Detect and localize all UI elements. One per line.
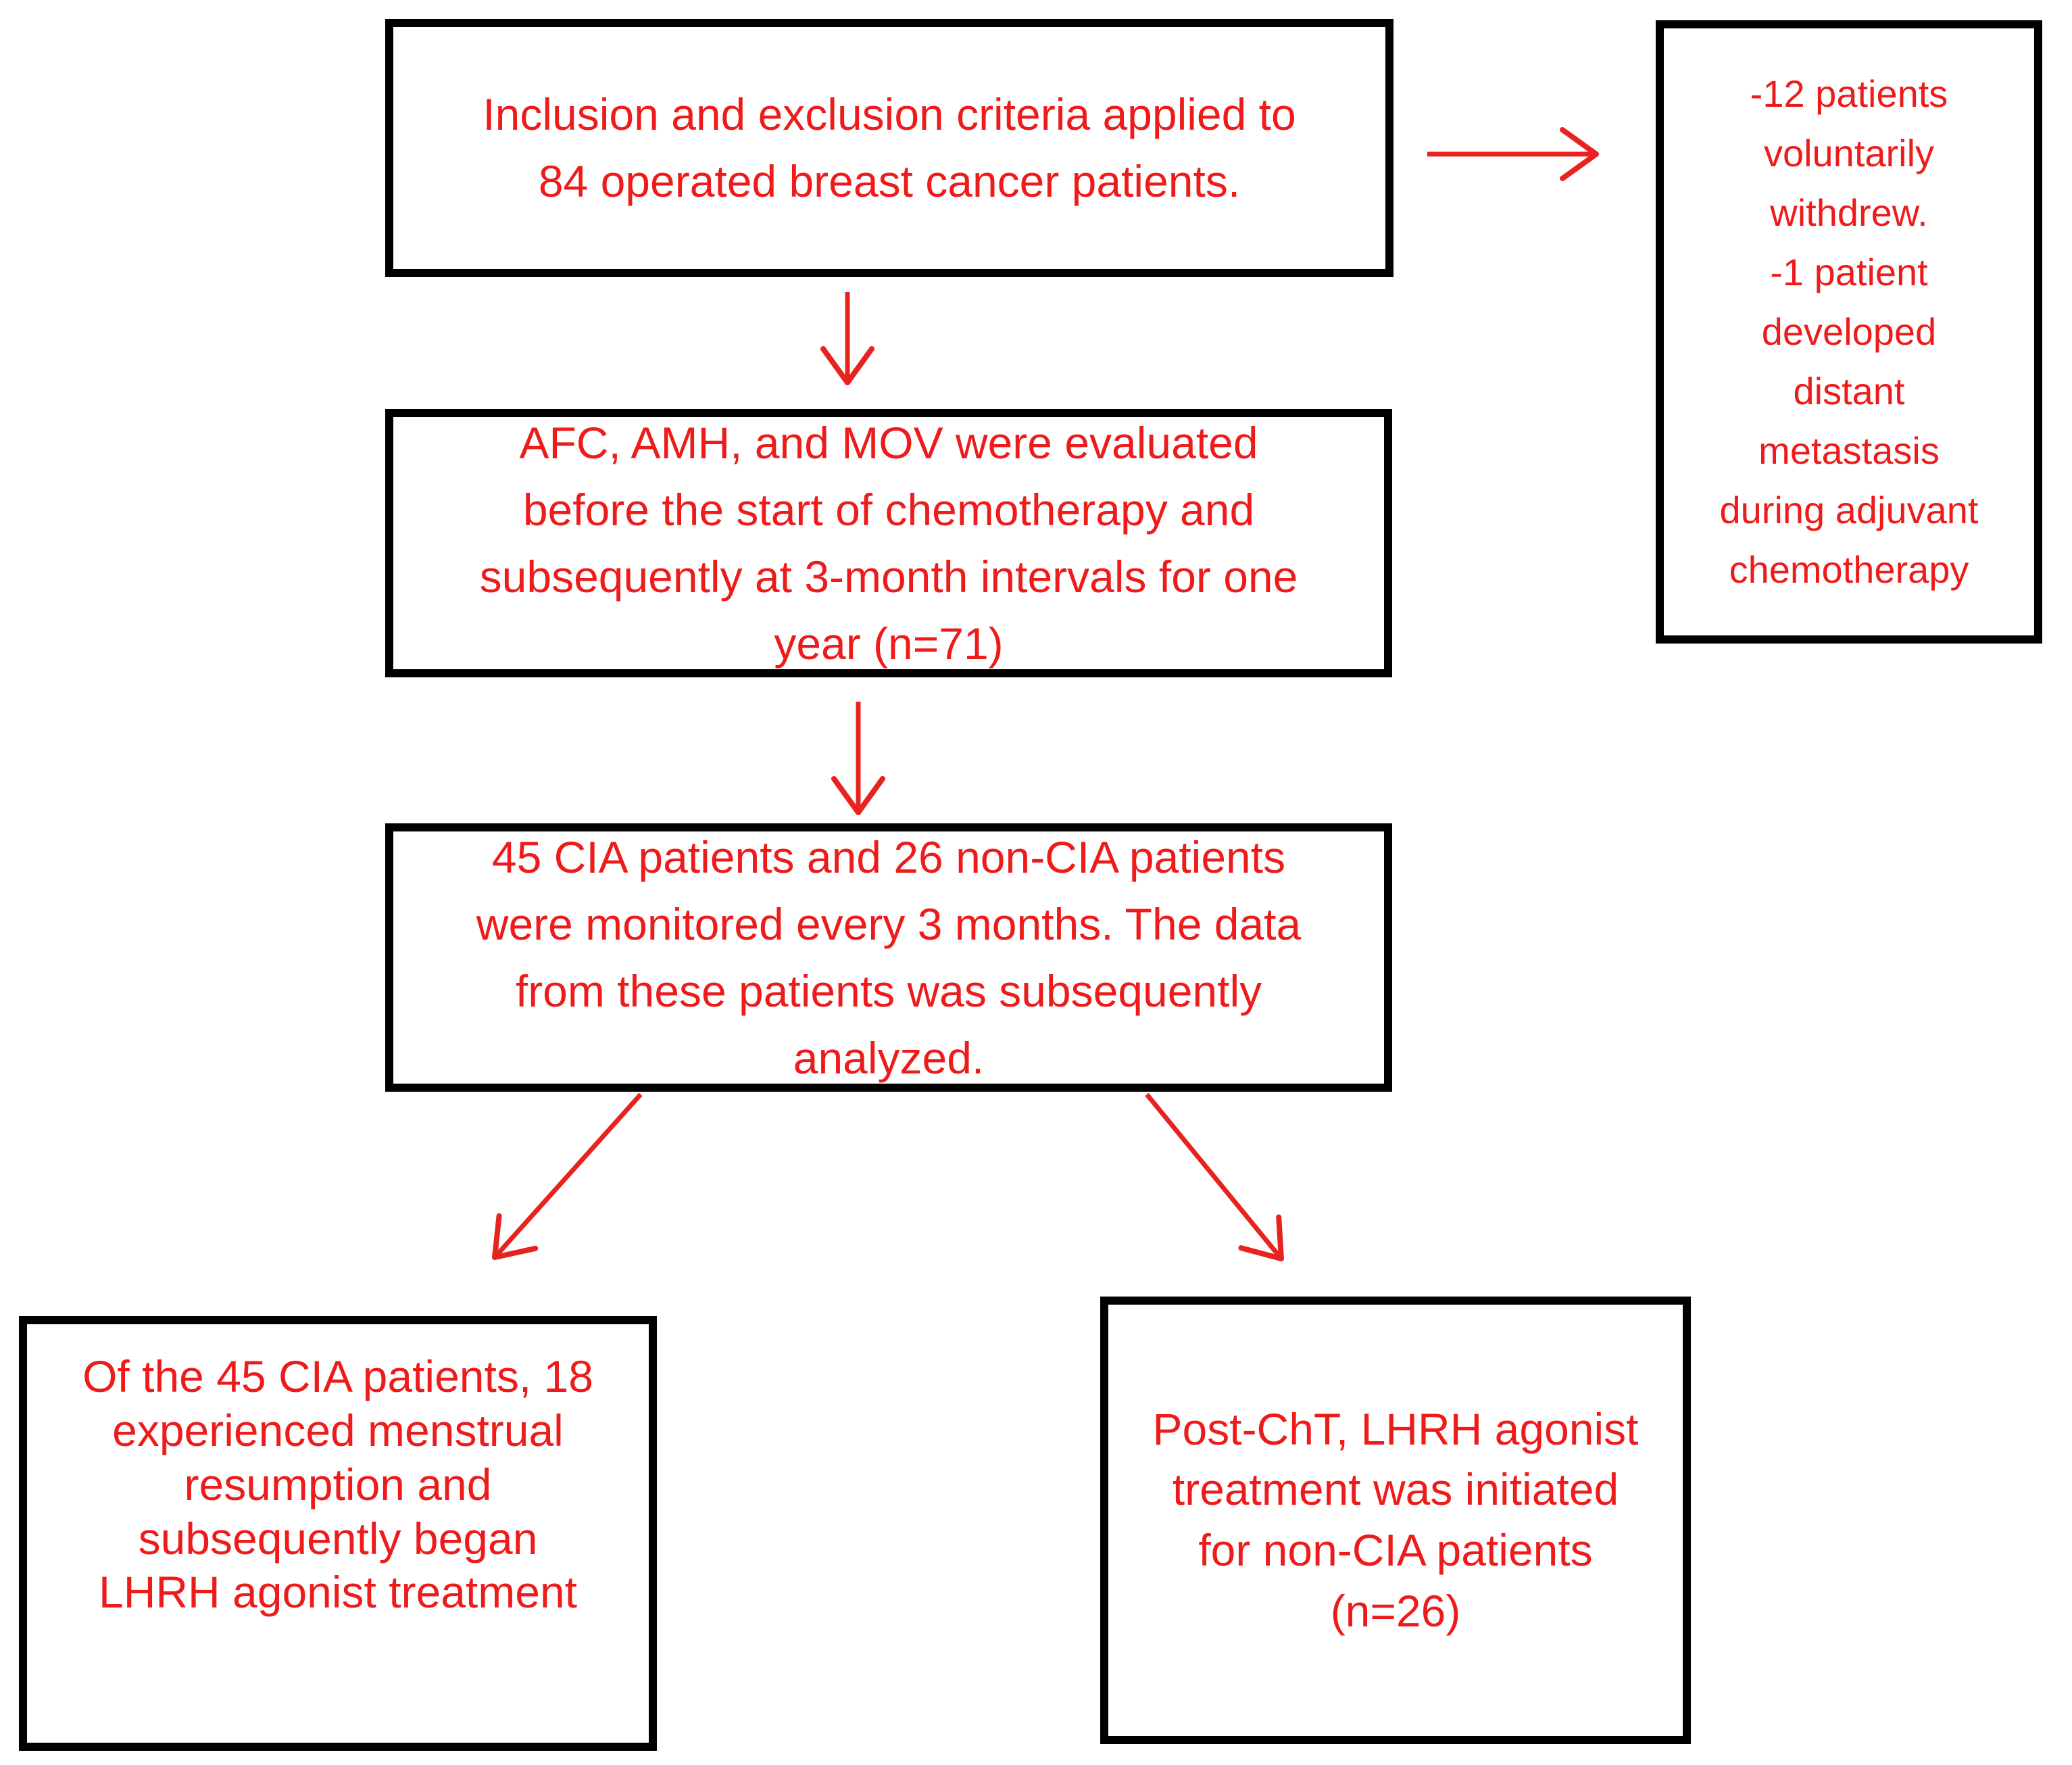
box-cia-patients-text: Of the 45 CIA patients, 18 experienced m… [82, 1351, 593, 1618]
box-monitoring-analysis: 45 CIA patients and 26 non-CIA patients … [385, 823, 1392, 1092]
box-evaluation-schedule: AFC, AMH, and MOV were evaluated before … [385, 409, 1392, 677]
box-inclusion-criteria: Inclusion and exclusion criteria applied… [385, 19, 1393, 277]
arrow-monitoring-to-noncia-icon [1145, 1092, 1284, 1261]
box-cia-patients: Of the 45 CIA patients, 18 experienced m… [19, 1316, 657, 1751]
box-inclusion-criteria-text: Inclusion and exclusion criteria applied… [483, 89, 1296, 206]
arrow-monitoring-to-cia-icon [492, 1092, 643, 1260]
box-patients-withdrawn: -12 patients voluntarily withdrew. -1 pa… [1656, 20, 2042, 644]
box-non-cia-patients-text: Post-ChT, LHRH agonist treatment was ini… [1152, 1403, 1639, 1636]
box-evaluation-schedule-text: AFC, AMH, and MOV were evaluated before … [479, 417, 1298, 669]
box-monitoring-analysis-text: 45 CIA patients and 26 non-CIA patients … [476, 831, 1302, 1083]
box-non-cia-patients: Post-ChT, LHRH agonist treatment was ini… [1100, 1297, 1691, 1744]
box-patients-withdrawn-text: -12 patients voluntarily withdrew. -1 pa… [1719, 72, 1979, 591]
